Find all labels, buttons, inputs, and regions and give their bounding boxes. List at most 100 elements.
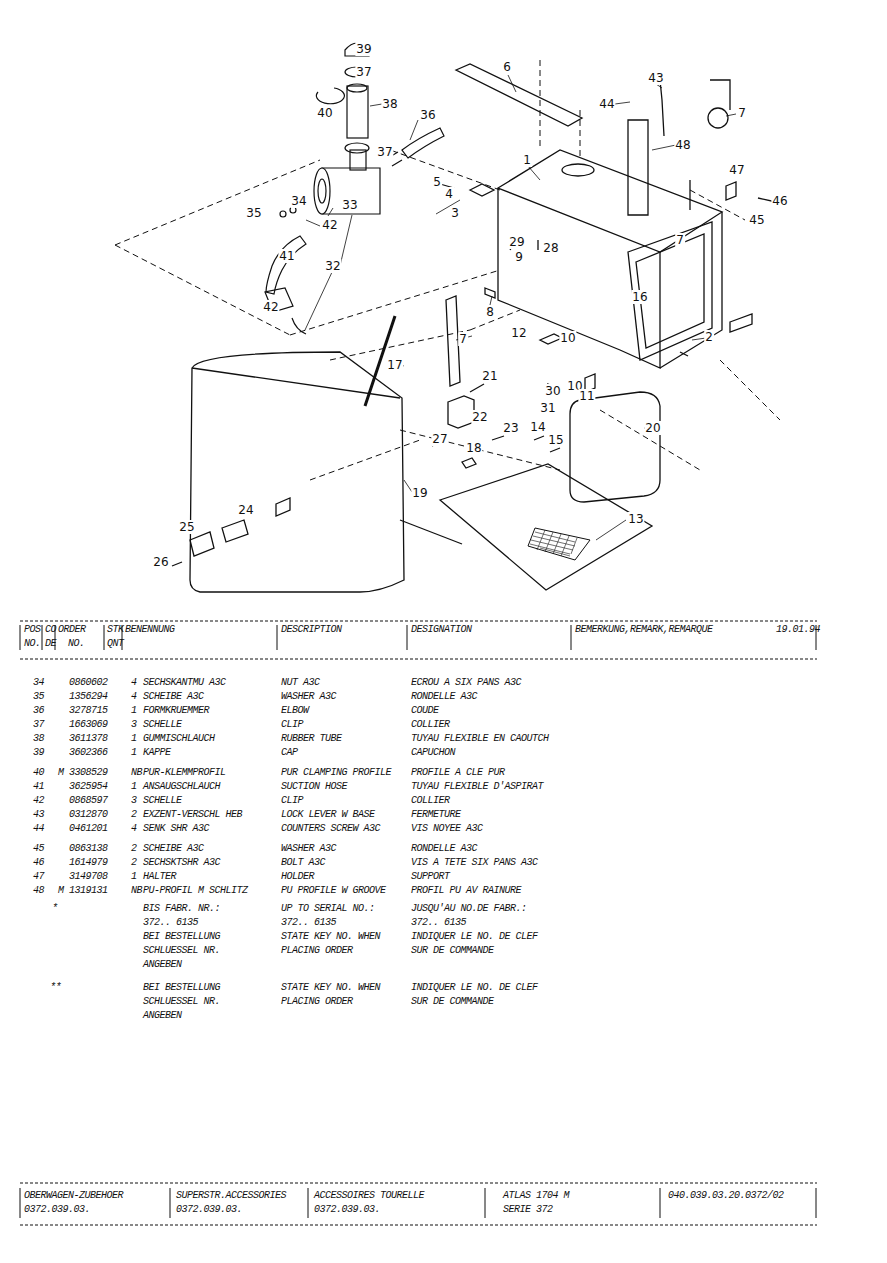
table-text: WASHER A3C — [281, 691, 336, 702]
table-text: SCHEIBE A3C — [143, 691, 204, 702]
callout-number: 13 — [627, 512, 644, 526]
table-text: RONDELLE A3C — [411, 843, 477, 854]
table-text: 4 — [131, 823, 137, 834]
table-text: PU PROFILE W GROOVE — [281, 885, 386, 896]
table-text: KAPPE — [143, 747, 171, 758]
callout-number: 42 — [321, 218, 338, 232]
table-text: 34 — [33, 677, 44, 688]
callout-number: 1 — [522, 153, 532, 167]
table-text: PUR-KLEMMPROFIL — [143, 767, 226, 778]
table-text: 40 — [33, 767, 44, 778]
table-text: M — [58, 885, 64, 896]
table-text: CLIP — [281, 795, 303, 806]
table-text: COLLIER — [411, 719, 450, 730]
callout-number: 39 — [355, 42, 372, 56]
table-text: SERIE 372 — [503, 1204, 553, 1215]
table-text: LOCK LEVER W BASE — [281, 809, 375, 820]
table-text: NO. — [68, 638, 85, 649]
table-text: SUCTION HOSE — [281, 781, 347, 792]
table-text: ANSAUGSCHLAUCH — [143, 781, 220, 792]
table-text: 2 — [131, 857, 137, 868]
callout-number: 16 — [631, 290, 648, 304]
table-text: BEI BESTELLUNG — [143, 982, 220, 993]
table-text: BENENNUNG — [125, 624, 175, 635]
table-text: NO. — [24, 638, 41, 649]
table-text: NB — [131, 885, 142, 896]
callout-number: 25 — [178, 520, 195, 534]
table-text: 42 — [33, 795, 44, 806]
table-text: INDIQUER LE NO. DE CLEF — [411, 931, 538, 942]
table-text: 4 — [131, 677, 137, 688]
callout-number: 43 — [647, 71, 664, 85]
callout-number: 23 — [502, 421, 519, 435]
table-text: JUSQU'AU NO.DE FABR.: — [411, 903, 527, 914]
callout-number: 48 — [674, 138, 691, 152]
table-text: 0461201 — [69, 823, 108, 834]
callout-number: 17 — [386, 358, 403, 372]
table-text: OBERWAGEN-ZUBEHOER — [24, 1190, 123, 1201]
table-text: SCHEIBE A3C — [143, 843, 204, 854]
table-text: 46 — [33, 857, 44, 868]
table-text: PU-PROFIL M SCHLITZ — [143, 885, 248, 896]
table-text: 3308529 — [69, 767, 108, 778]
callout-number: 32 — [324, 259, 341, 273]
callout-number: 6 — [502, 60, 512, 74]
table-text: SUR DE COMMANDE — [411, 945, 494, 956]
air-filter — [265, 43, 444, 334]
table-text: 3 — [131, 719, 137, 730]
callout-number: 45 — [748, 213, 765, 227]
callout-number: 35 — [245, 206, 262, 220]
table-text: 2 — [131, 843, 137, 854]
callout-number: 24 — [237, 503, 254, 517]
table-text: CO — [45, 624, 56, 635]
table-text: 41 — [33, 781, 44, 792]
callout-number: 26 — [152, 555, 169, 569]
callout-number: 21 — [481, 369, 498, 383]
table-text: HALTER — [143, 871, 176, 882]
table-text: 1 — [131, 747, 137, 758]
table-text: STATE KEY NO. WHEN — [281, 982, 380, 993]
table-text: SENK SHR A3C — [143, 823, 209, 834]
callout-number: 42 — [262, 300, 279, 314]
table-text: 45 — [33, 843, 44, 854]
tank-housing — [440, 64, 776, 392]
callout-number: 34 — [290, 194, 307, 208]
table-text: SUR DE COMMANDE — [411, 996, 494, 1007]
callout-number: 10 — [559, 331, 576, 345]
leader-lines — [305, 75, 736, 540]
table-text: CAP — [281, 747, 298, 758]
table-text: NB — [131, 767, 142, 778]
callout-number: 14 — [529, 420, 546, 434]
callout-number: 4 — [444, 187, 454, 201]
table-text: 47 — [33, 871, 44, 882]
table-text: 1663069 — [69, 719, 108, 730]
callout-number: 5 — [432, 175, 442, 189]
callout-number: 7 — [737, 106, 747, 120]
table-text: 3602366 — [69, 747, 108, 758]
table-text: BEMERKUNG,REMARK,REMARQUE — [575, 624, 713, 635]
cover-and-mat — [440, 392, 660, 590]
callout-number: 44 — [598, 97, 615, 111]
table-text: 372.. 6135 — [411, 917, 466, 928]
table-text: 0372.039.03. — [314, 1204, 380, 1215]
table-text: 0372.039.03. — [176, 1204, 242, 1215]
callout-number: 18 — [465, 441, 482, 455]
callout-number: 11 — [578, 389, 595, 403]
table-text: PUR CLAMPING PROFILE — [281, 767, 391, 778]
table-text: 35 — [33, 691, 44, 702]
table-text: COUDE — [411, 705, 439, 716]
table-text: TUYAU FLEXIBLE D'ASPIRAT — [411, 781, 543, 792]
table-text: STATE KEY NO. WHEN — [281, 931, 380, 942]
table-text: ORDER — [58, 624, 86, 635]
table-text: VIS NOYEE A3C — [411, 823, 483, 834]
table-text: 040.039.03.20.0372/02 — [668, 1190, 784, 1201]
callout-number: 38 — [381, 97, 398, 111]
table-text: RONDELLE A3C — [411, 691, 477, 702]
table-text: 48 — [33, 885, 44, 896]
callout-number: 27 — [431, 432, 448, 446]
table-text: 4 — [131, 691, 137, 702]
table-text: 39 — [33, 747, 44, 758]
callout-number: 9 — [514, 250, 524, 264]
table-text: DESCRIPTION — [281, 624, 342, 635]
table-text: 1356294 — [69, 691, 108, 702]
